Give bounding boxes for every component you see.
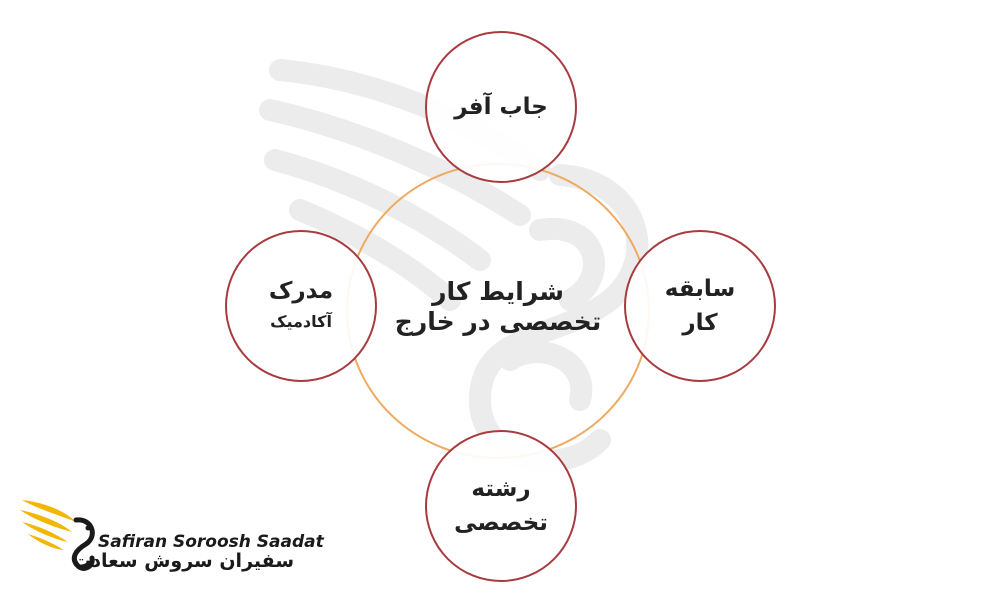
logo-persian-text: سفیران سروش سعادت [72, 550, 294, 572]
wing-logo-icon [20, 500, 95, 571]
logo-latin-text: Safiran Soroosh Saadat [98, 532, 324, 552]
specialized-field-line2: تخصصی [454, 510, 548, 536]
job-offer-label: جاب آفر [454, 94, 548, 120]
company-logo: Safiran Soroosh Saadat سفیران سروش سعادت [14, 492, 324, 582]
specialized-field-circle: رشته تخصصی [425, 430, 577, 582]
center-circle: شرایط کار تخصصی در خارج [346, 163, 650, 459]
academic-degree-circle: مدرک آکادمیک [225, 230, 377, 382]
center-title-line1: شرایط کار [432, 277, 564, 306]
center-title-line2: تخصصی در خارج [394, 307, 602, 336]
specialized-field-line1: رشته [471, 476, 531, 502]
job-offer-circle: جاب آفر [425, 31, 577, 183]
work-experience-circle: سابقه کار [624, 230, 776, 382]
work-experience-line1: سابقه [664, 276, 736, 302]
work-experience-line2: کار [682, 310, 718, 336]
academic-degree-line2: آکادمیک [270, 312, 332, 331]
academic-degree-line1: مدرک [268, 278, 334, 304]
